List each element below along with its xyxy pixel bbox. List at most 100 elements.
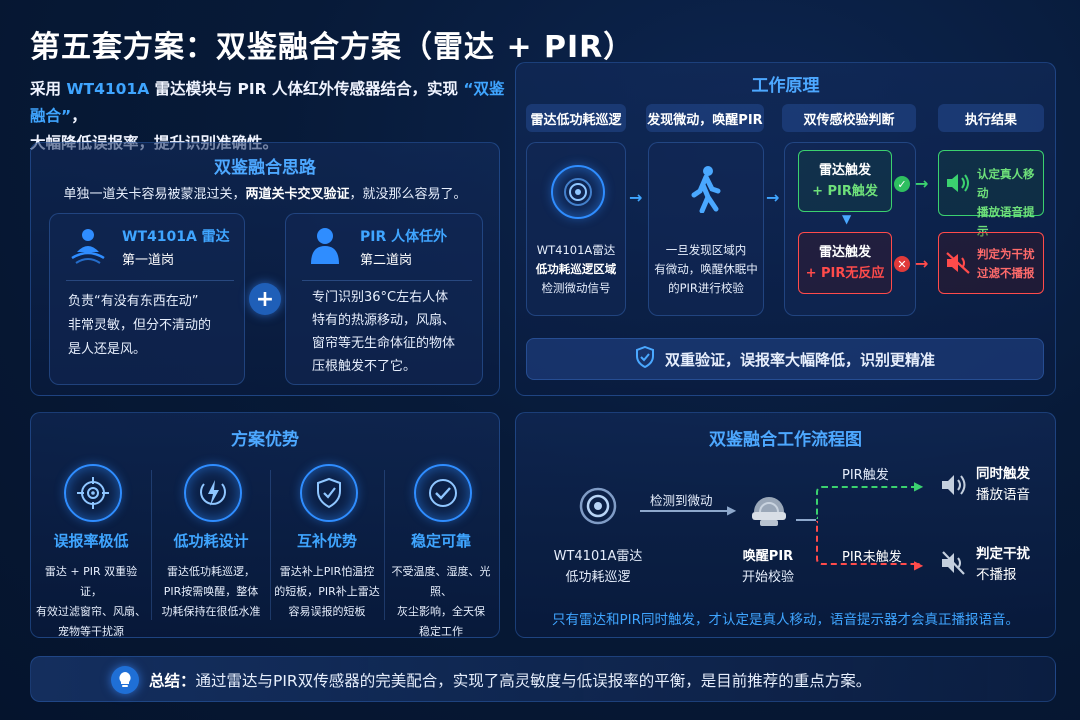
- advantage-4-l3: 稳定工作: [419, 625, 463, 638]
- flow-arrow-1: [640, 510, 732, 512]
- flow-out-no: 判定干扰 不播报: [976, 544, 1030, 586]
- step-head-1: 雷达低功耗巡逻: [526, 104, 626, 132]
- step-head-3: 双传感校验判断: [782, 104, 916, 132]
- advantage-name-2: 低功耗设计: [173, 532, 249, 550]
- thinking-title: 双鉴融合思路: [214, 158, 316, 178]
- arrow-icon-1: →: [629, 188, 643, 207]
- advantage-name-3: 互补优势: [296, 532, 357, 550]
- principle-banner: 双重验证，误报率大幅降低，识别更精准: [526, 338, 1044, 380]
- check-circle-icon: [414, 464, 472, 522]
- pir-text-1: 专门识别36°C左右人体: [312, 290, 449, 305]
- step-head-4: 执行结果: [938, 104, 1044, 132]
- advantages-panel: 方案优势: [30, 412, 500, 638]
- arrow-no-icon: →: [915, 254, 929, 273]
- check-no-l1: 雷达触发: [818, 245, 871, 260]
- principle-radar-l1: WT4101A雷达: [536, 243, 616, 257]
- pir-text-2: 特有的热源移动，风扇、: [312, 313, 456, 328]
- thinking-panel: 双鉴融合思路 单独一道关卡容易被蒙混过关，两道关卡交叉验证，就没那么容易了。 W…: [30, 142, 500, 396]
- shield-icon: [300, 464, 358, 522]
- advantage-2-l2: PIR按需唤醒，整体: [163, 585, 259, 598]
- flow-out-no-l2: 不播报: [976, 567, 1017, 583]
- advantage-4-l1: 不受温度、湿度、光照、: [391, 565, 491, 598]
- speaker-icon: [945, 171, 971, 199]
- summary-body: 通过雷达与PIR双传感器的完美配合，实现了高灵敏度与低误报率的平衡，是目前推荐的…: [195, 672, 872, 690]
- radar-person-icon: [70, 226, 106, 270]
- advantage-2-l3: 功耗保持在很低水准: [161, 605, 261, 618]
- principle-walk-text: 一旦发现区域内 有微动，唤醒休眠中 的PIR进行校验: [649, 241, 763, 298]
- advantage-name-1: 误报率极低: [53, 532, 129, 550]
- principle-walk-l1: 一旦发现区域内: [665, 243, 747, 257]
- mute-icon: [945, 251, 971, 279]
- advantage-1-l1: 雷达 + PIR 双重验证，: [44, 565, 138, 598]
- flow-out-no-l1: 判定干扰: [976, 546, 1030, 562]
- branch-yes-line: [816, 486, 920, 519]
- arrow-icon-2: →: [766, 188, 780, 207]
- advantages-title: 方案优势: [231, 430, 299, 450]
- pir-card-text: 专门识别36°C左右人体 特有的热源移动，风扇、 窗帘等无生命体征的物体 压根触…: [312, 286, 455, 378]
- principle-radar-l2: 低功耗巡逻区域: [535, 262, 617, 276]
- advantage-item-3: 互补优势 雷达补上PIR怕温控 的短板，PIR补上雷达 容易误报的短板: [272, 458, 382, 628]
- result-ok-box: 认定真人移动 播放语音提示: [938, 150, 1044, 238]
- flow-note: 只有雷达和PIR同时触发，才认定是真人移动，语音提示器才会真正播报语音。: [551, 612, 1019, 628]
- principle-check-box: [784, 142, 916, 316]
- flow-pir-text: 唤醒PIR 开始校验: [728, 546, 808, 588]
- cross-icon: ✕: [894, 256, 910, 272]
- principle-walk-l3: 的PIR进行校验: [668, 281, 744, 295]
- check-no-l2: + PIR无反应: [805, 266, 885, 281]
- principle-banner-text: 双重验证，误报率大幅降低，识别更精准: [664, 350, 935, 369]
- radar-card: WT4101A 雷达 第一道岗 负责“有没有东西在动” 非常灵敏，但分不清动的 …: [49, 213, 245, 385]
- lightbulb-icon: [111, 666, 139, 694]
- radar-card-text: 负责“有没有东西在动” 非常灵敏，但分不清动的 是人还是风。: [68, 290, 211, 362]
- advantage-3-l1: 雷达补上PIR怕温控: [279, 565, 375, 578]
- advantage-3-l2: 的短板，PIR补上雷达: [274, 585, 380, 598]
- flow-arrow-1-head: ▶: [727, 503, 737, 517]
- principle-title: 工作原理: [751, 76, 820, 96]
- branch-no-line: [816, 521, 920, 565]
- page-title: 第五套方案：双鉴融合方案（雷达 + PIR）: [30, 30, 635, 65]
- pir-card: PIR 人体任外 第二道岗 专门识别36°C左右人体 特有的热源移动，风扇、 窗…: [285, 213, 483, 385]
- pir-card-gate: 第二道岗: [360, 253, 413, 268]
- radar-text-2: 非常灵敏，但分不清动的: [68, 318, 212, 333]
- principle-radar-box: WT4101A雷达 低功耗巡逻区域 检测微动信号: [526, 142, 626, 316]
- thinking-desc-b: 两道关卡交叉验证: [245, 187, 350, 202]
- checkmark-icon: ✓: [894, 176, 910, 192]
- thinking-desc-c: ，就没那么容易了。: [349, 187, 467, 202]
- pir-card-divider: [302, 280, 472, 281]
- result-no-l1: 判定为干扰: [977, 247, 1035, 261]
- flow-title: 双鉴融合工作流程图: [709, 430, 862, 450]
- advantage-item-4: 稳定可靠 不受温度、湿度、光照、 灰尘影响，全天保 稳定工作: [386, 458, 496, 638]
- check-ok-box: 雷达触发 + PIR触发: [798, 150, 892, 212]
- flow-out-yes-l2: 播放语音: [976, 487, 1030, 503]
- advantage-3-l3: 容易误报的短板: [288, 605, 366, 618]
- radar-text-3: 是人还是风。: [68, 342, 147, 357]
- flow-radar-icon: [576, 484, 620, 528]
- flow-mute-icon: [940, 550, 968, 580]
- radar-card-name: WT4101A 雷达: [122, 229, 230, 245]
- flow-radar-text: WT4101A雷达 低功耗巡逻: [548, 546, 648, 588]
- intro-part2: 雷达模块与 PIR 人体红外传感器结合，实现: [149, 80, 464, 98]
- plus-sign: +: [255, 286, 275, 312]
- advantage-divider-3: [384, 470, 385, 620]
- summary-label: 总结：: [149, 672, 196, 690]
- flow-panel: 双鉴融合工作流程图: [515, 412, 1056, 638]
- target-icon: [64, 464, 122, 522]
- pir-text-4: 压根触发不了它。: [312, 359, 417, 374]
- flow-out-yes-l1: 同时触发: [976, 466, 1030, 482]
- principle-radar-text: WT4101A雷达 低功耗巡逻区域 检测微动信号: [527, 241, 625, 298]
- flow-out-yes: 同时触发 播放语音: [976, 464, 1030, 506]
- pir-sensor-icon: [746, 484, 792, 534]
- branch-no-head: ▶: [914, 558, 924, 572]
- advantage-item-2: 低功耗设计 雷达低功耗巡逻， PIR按需唤醒，整体 功耗保持在很低水准: [154, 458, 268, 628]
- advantage-2-l1: 雷达低功耗巡逻，: [167, 565, 255, 578]
- radar-text-1: 负责“有没有东西在动”: [68, 294, 199, 309]
- advantage-divider-2: [270, 470, 271, 620]
- pir-person-icon: [308, 226, 342, 270]
- advantage-name-4: 稳定可靠: [410, 532, 471, 550]
- radar-card-gate: 第一道岗: [122, 253, 175, 268]
- thinking-desc: 单独一道关卡容易被蒙混过关，两道关卡交叉验证，就没那么容易了。: [31, 183, 499, 202]
- principle-radar-l3: 检测微动信号: [541, 281, 611, 295]
- result-ok-l2: 播放语音提示: [977, 205, 1035, 238]
- flow-pir-yes-label: PIR触发: [842, 468, 889, 483]
- advantage-1-l3: 宠物等干扰源: [58, 625, 124, 638]
- radar-signal-icon: [551, 165, 605, 219]
